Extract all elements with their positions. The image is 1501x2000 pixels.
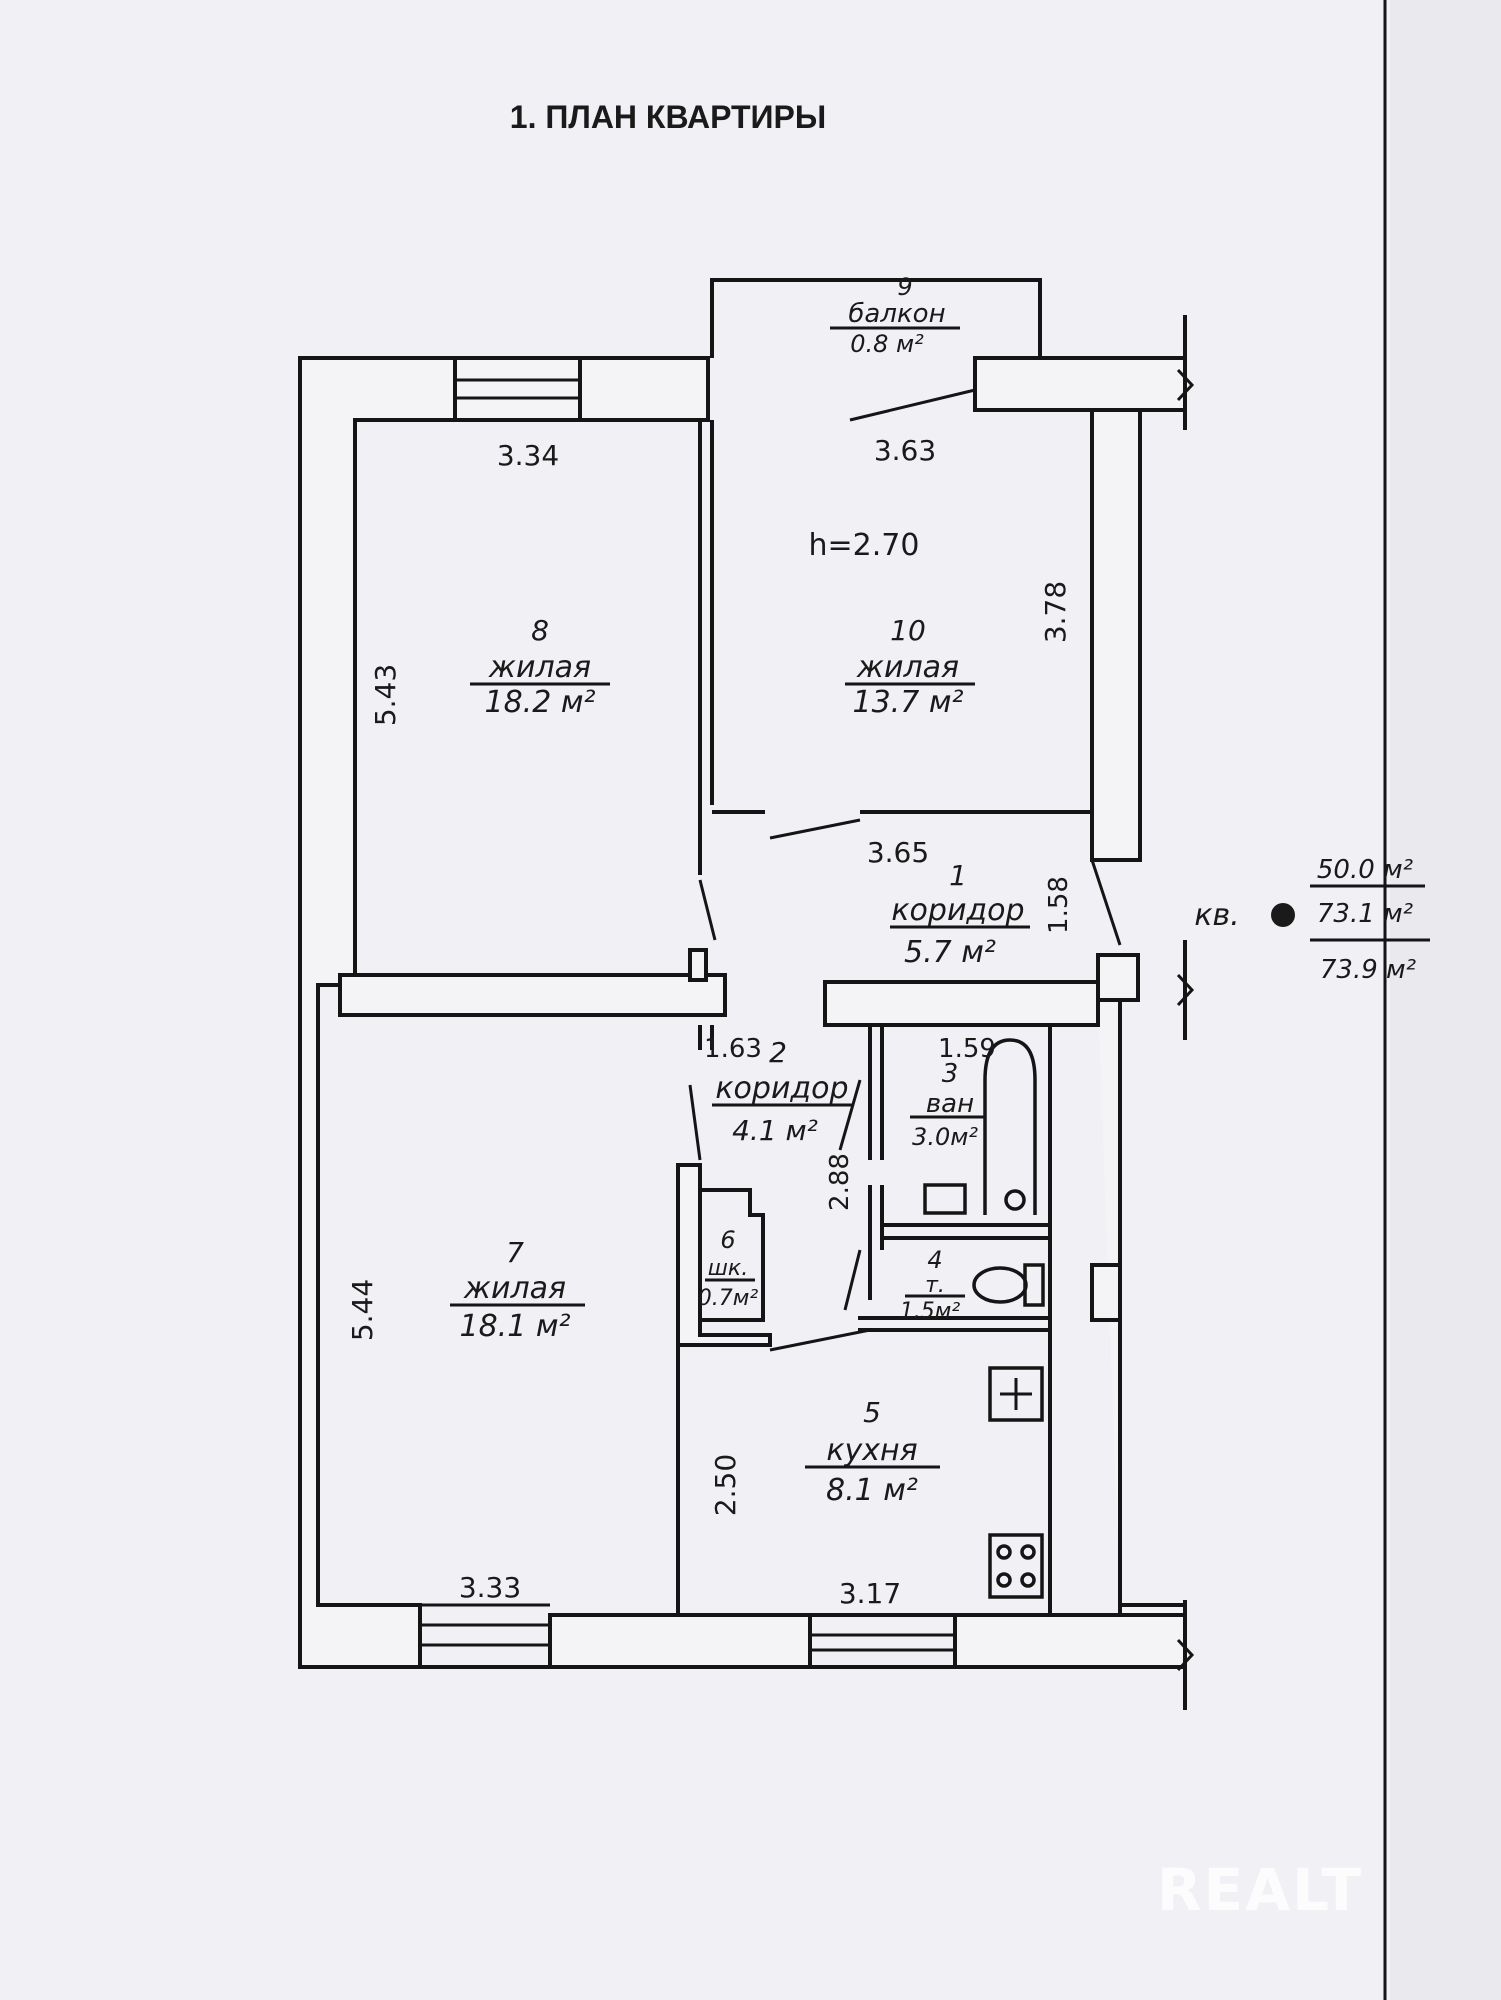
room-6-number: 6: [720, 1226, 735, 1254]
break-mark-mid: [1176, 973, 1195, 1007]
room-1-area: 5.7 м²: [904, 935, 996, 970]
walls: [298, 315, 1195, 1710]
apartment-prefix: кв.: [1194, 898, 1239, 933]
bottom-wall-center: [548, 1613, 812, 1669]
stove: [988, 1533, 1044, 1599]
room-9-number: 9: [897, 273, 912, 301]
stove-burner-1: [996, 1544, 1012, 1560]
redaction-mark: [1271, 903, 1295, 927]
door-balcony: [849, 388, 976, 422]
room-3-area: 3.0м²: [912, 1123, 978, 1151]
wall-8-7: [338, 973, 727, 1017]
page-title: 1. ПЛАН КВАРТИРЫ: [510, 99, 826, 135]
dim-bath-width: 1.59: [938, 1034, 996, 1064]
dim-kitchen-width: 3.17: [839, 1577, 901, 1610]
wall-corner-right: [1096, 953, 1140, 1002]
room-8-number: 8: [531, 614, 549, 647]
room-4-area: 1.5м²: [900, 1299, 961, 1324]
door-entrance: [1090, 859, 1122, 946]
room-9-name: балкон: [848, 299, 945, 329]
dim-room8-width: 3.34: [497, 439, 559, 472]
right-wall-upper: [1090, 408, 1142, 862]
door-bath: [838, 1079, 862, 1151]
doors: [688, 388, 1122, 1352]
dimensions: 3.34 3.63 5.43 3.78 3.65 1.58 1.63 1.59 …: [346, 434, 1074, 1610]
dim-room10-width: 3.63: [874, 434, 936, 467]
dim-room8-depth: 5.43: [369, 664, 402, 726]
bottom-wall-right: [953, 1613, 1187, 1669]
room-1-name: коридор: [891, 893, 1024, 928]
apartment-summary: кв. 50.0 м² 73.1 м² 73.9 м²: [1194, 855, 1430, 985]
break-mark-bottom: [1176, 1638, 1195, 1672]
room-10-number: 10: [890, 614, 926, 647]
dim-kitchen-depth: 2.50: [709, 1454, 742, 1516]
door-room-10: [769, 818, 861, 840]
door-room-7: [688, 1084, 702, 1161]
wall-corridor-bath: [823, 980, 1100, 1027]
room-6-name: шк.: [708, 1256, 748, 1281]
kitchen-sink: [988, 1366, 1044, 1422]
room-4-number: 4: [927, 1246, 942, 1274]
top-wall-center: [578, 356, 710, 422]
room-10-area: 13.7 м²: [853, 685, 964, 720]
room-5-name: кухня: [826, 1433, 917, 1468]
dim-corridor1-depth: 1.58: [1044, 876, 1074, 934]
break-mark-top: [1176, 368, 1195, 402]
dim-room7-width: 3.33: [459, 1571, 521, 1604]
room-8-name: жилая: [488, 650, 591, 685]
room-2-area: 4.1 м²: [732, 1114, 818, 1147]
room-labels: 8 жилая 18.2 м² 10 жилая 13.7 м² h=2.70 …: [450, 273, 1030, 1508]
room-2-number: 2: [769, 1036, 787, 1069]
stove-burner-3: [996, 1572, 1012, 1588]
room-7-area: 18.1 м²: [460, 1309, 571, 1344]
apartment-total-area: 73.1 м²: [1317, 899, 1413, 929]
dim-corridor2-depth: 2.88: [825, 1153, 855, 1211]
room-3-name: ван: [926, 1089, 974, 1119]
pilaster: [1090, 1263, 1122, 1322]
dim-corridor1-width: 3.65: [867, 836, 929, 869]
door-room-8: [698, 879, 717, 941]
top-wall-right: [973, 356, 1187, 412]
closet-shelf: [700, 1188, 765, 1322]
sink: [923, 1183, 967, 1215]
dim-corridor2-width: 1.63: [704, 1034, 762, 1064]
room-7-number: 7: [506, 1236, 524, 1269]
door-kitchen: [769, 1328, 871, 1352]
room-5-number: 5: [863, 1396, 881, 1429]
ceiling-height: h=2.70: [809, 528, 920, 563]
room-6-area: 0.7м²: [698, 1286, 759, 1311]
room-7-name: жилая: [463, 1271, 566, 1306]
room-4-name: т.: [925, 1273, 945, 1298]
balcony-outline: [710, 278, 1042, 358]
dim-room10-depth: 3.78: [1039, 581, 1072, 643]
apartment-living-area: 50.0 м²: [1317, 855, 1413, 885]
door-toilet: [843, 1249, 862, 1311]
door-jamb-left: [688, 948, 708, 982]
fixtures: [923, 1038, 1045, 1599]
bathtub: [983, 1038, 1037, 1215]
room-8-area: 18.2 м²: [485, 685, 596, 720]
room-1-number: 1: [949, 859, 967, 892]
room-3-number: 3: [942, 1059, 959, 1089]
top-wall-left: [453, 356, 582, 422]
stove-burner-4: [1020, 1572, 1036, 1588]
toilet-tank: [1023, 1263, 1045, 1307]
room-5-area: 8.1 м²: [826, 1473, 918, 1508]
room-2-name: коридор: [715, 1071, 848, 1106]
room-9-area: 0.8 м²: [850, 330, 924, 358]
window-bottom-right: [810, 1613, 955, 1669]
stove-burner-2: [1020, 1544, 1036, 1560]
window-top-left: [455, 378, 580, 400]
closet-wall: [676, 1163, 772, 1347]
dim-room7-depth: 5.44: [346, 1279, 379, 1341]
apartment-area-with-balcony: 73.9 м²: [1320, 955, 1416, 985]
faucet: [1004, 1189, 1026, 1211]
watermark-logo: REALT: [1157, 1856, 1363, 1924]
room-10-name: жилая: [856, 650, 959, 685]
window-bottom-left: [420, 1603, 550, 1669]
